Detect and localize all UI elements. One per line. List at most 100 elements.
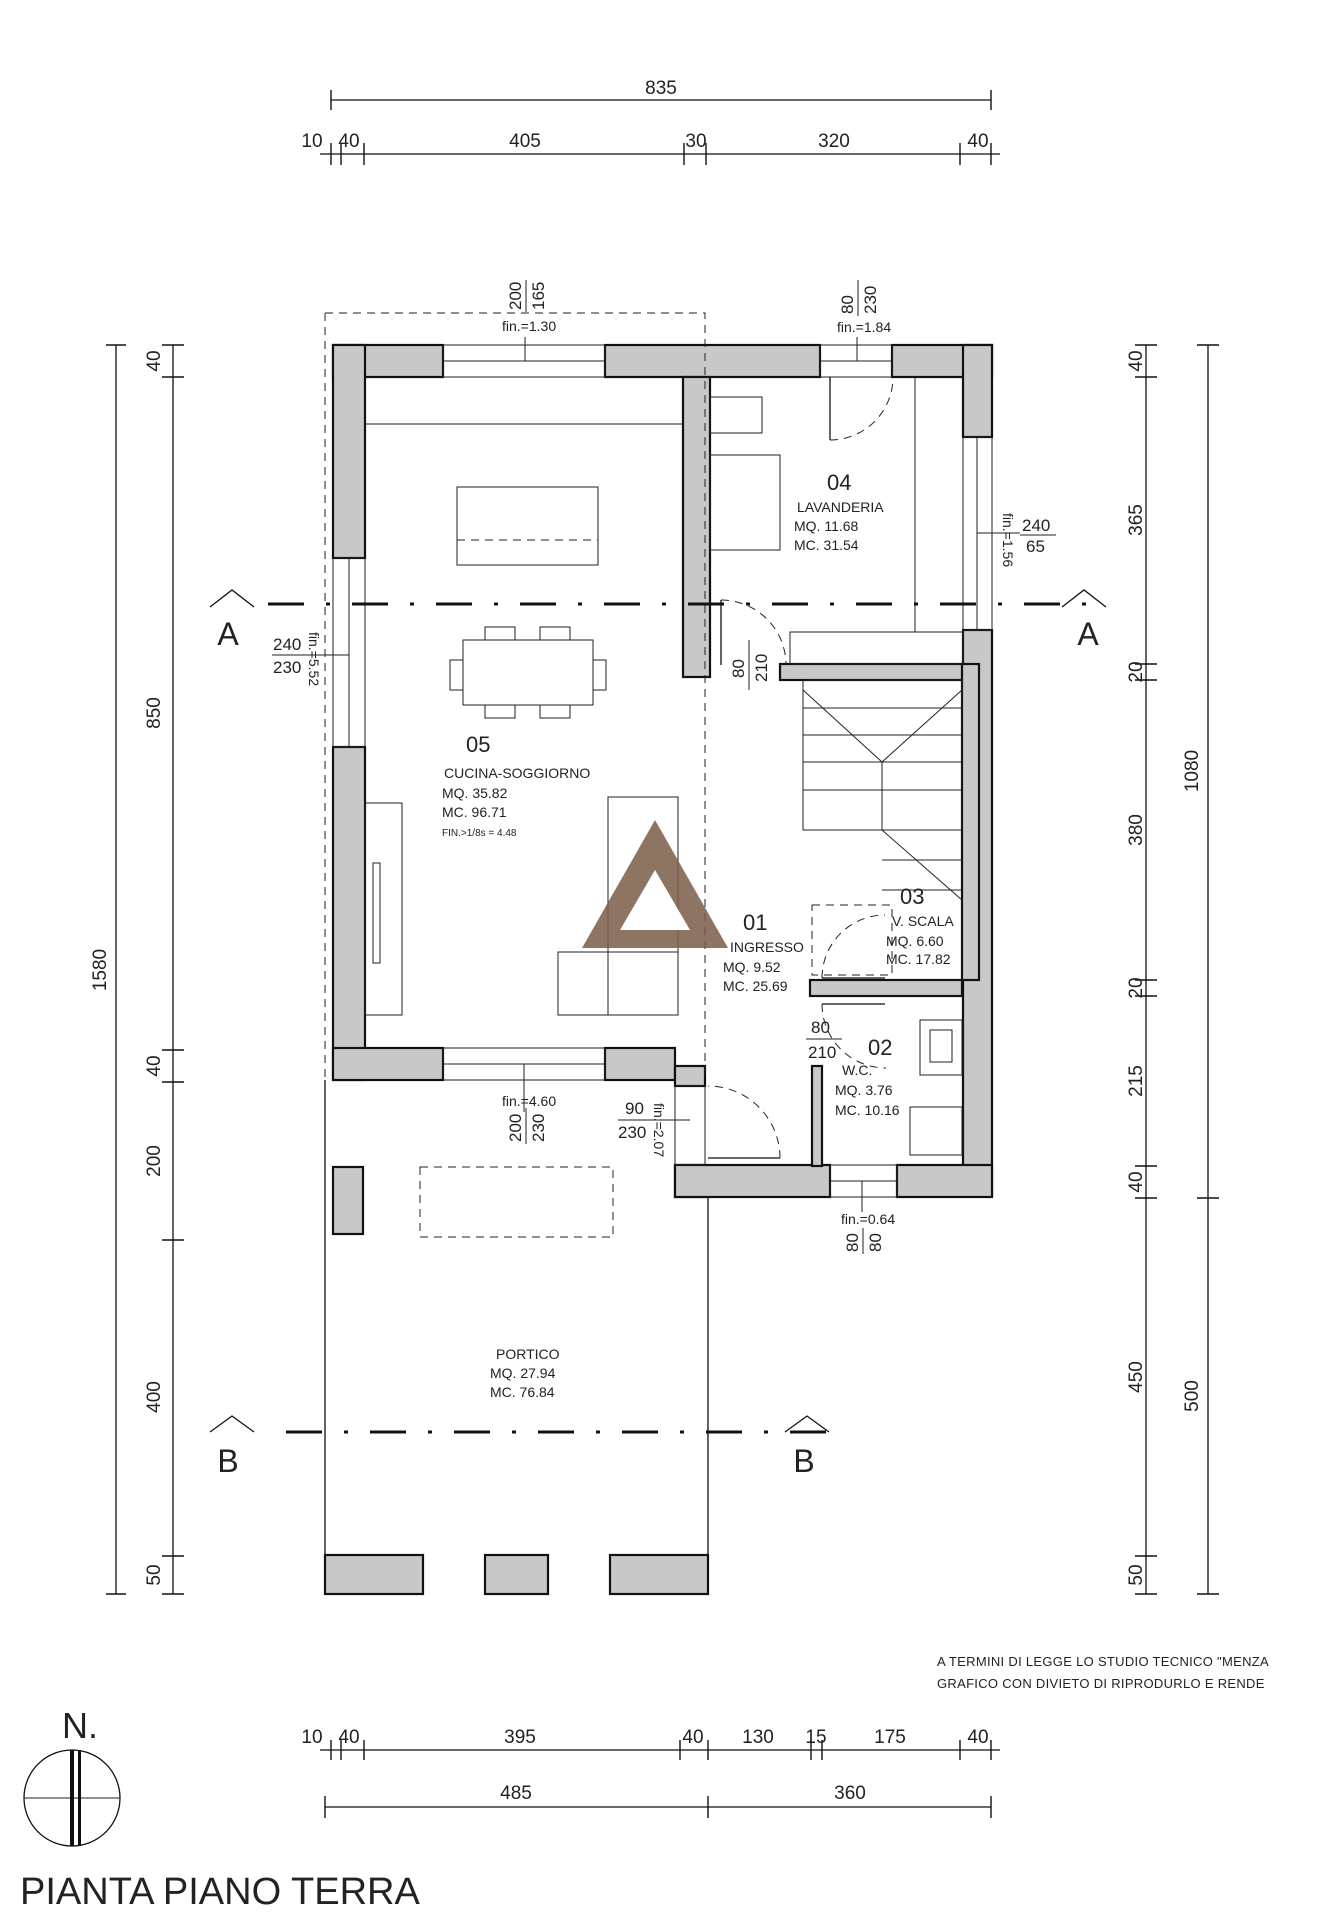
portico-label: PORTICO MQ. 27.94 MC. 76.84 <box>490 1346 560 1400</box>
room-01-volume: MC. 25.69 <box>723 978 788 994</box>
dim-right-5: 20 <box>1126 977 1147 998</box>
room-04-volume: MC. 31.54 <box>794 537 859 553</box>
svg-text:80: 80 <box>838 295 857 314</box>
room-03-label: 03 V. SCALA MQ. 6.60 MC. 17.82 <box>886 884 954 967</box>
svg-text:230: 230 <box>618 1123 646 1142</box>
svg-text:165: 165 <box>529 282 548 310</box>
svg-text:80: 80 <box>729 659 748 678</box>
svg-text:fin.=4.60: fin.=4.60 <box>502 1093 556 1109</box>
copyright-notice: A TERMINI DI LEGGE LO STUDIO TECNICO "ME… <box>937 1654 1269 1691</box>
opening-w-bottom-kitchen: fin.=4.60 200 230 <box>502 1064 556 1144</box>
dim-bottom-overall-2: 360 <box>834 1783 866 1804</box>
svg-text:230: 230 <box>529 1114 548 1142</box>
notice-line-1: A TERMINI DI LEGGE LO STUDIO TECNICO "ME… <box>937 1654 1269 1669</box>
room-05-number: 05 <box>466 732 490 757</box>
svg-text:210: 210 <box>808 1043 836 1062</box>
svg-text:fin.=1.30: fin.=1.30 <box>502 318 556 334</box>
dim-right-9: 50 <box>1126 1564 1147 1585</box>
svg-text:80: 80 <box>811 1018 830 1037</box>
room-04-number: 04 <box>827 470 851 495</box>
room-02-label: 02 W.C. MQ. 3.76 MC. 10.16 <box>835 1035 900 1118</box>
dim-bottom-seg-6: 15 <box>805 1727 826 1748</box>
dim-left-2: 850 <box>144 697 165 729</box>
room-02-volume: MC. 10.16 <box>835 1102 900 1118</box>
door-swings <box>707 376 894 1159</box>
svg-text:80: 80 <box>843 1233 862 1252</box>
dim-bottom-seg-1: 10 <box>301 1727 322 1748</box>
svg-text:230: 230 <box>861 286 880 314</box>
top-dimensions: 835 10 40 405 30 320 40 <box>301 78 1000 165</box>
svg-text:90: 90 <box>625 1099 644 1118</box>
watermark-logo-icon <box>582 820 728 948</box>
room-04-area: MQ. 11.68 <box>794 518 859 534</box>
dim-left-4: 200 <box>144 1145 165 1177</box>
dim-left-outer: 1580 <box>90 949 111 991</box>
north-label: N. <box>62 1705 98 1746</box>
dim-bottom-seg-5: 130 <box>742 1727 774 1748</box>
opening-d-laundry: 80 210 <box>729 640 771 690</box>
room-01-name: INGRESSO <box>730 939 804 955</box>
room-03-area: MQ. 6.60 <box>886 933 944 949</box>
dim-left-3: 40 <box>144 1055 165 1076</box>
svg-text:fin.=0.64: fin.=0.64 <box>841 1211 895 1227</box>
room-02-area: MQ. 3.76 <box>835 1082 893 1098</box>
portico-volume: MC. 76.84 <box>490 1384 555 1400</box>
section-b-left: B <box>217 1443 238 1479</box>
dim-right-7: 40 <box>1126 1171 1147 1192</box>
room-05-name: CUCINA-SOGGIORNO <box>444 765 590 781</box>
room-05-label: 05 CUCINA-SOGGIORNO MQ. 35.82 MC. 96.71 … <box>442 732 590 839</box>
dim-top-seg-3: 405 <box>509 131 541 152</box>
opening-w-top-laundry: 80 230 fin.=1.84 <box>837 280 891 361</box>
dim-right-1: 40 <box>1126 350 1147 371</box>
room-02-name: W.C. <box>842 1062 872 1078</box>
opening-w-wc: fin.=0.64 80 80 <box>841 1181 895 1254</box>
svg-text:200: 200 <box>506 1114 525 1142</box>
room-04-name: LAVANDERIA <box>797 499 884 515</box>
dim-bottom-seg-2: 40 <box>338 1727 359 1748</box>
right-dimensions: 40 365 20 380 20 215 40 450 50 1080 500 <box>1126 344 1219 1595</box>
portico-name: PORTICO <box>496 1346 560 1362</box>
svg-text:fin.=1.84: fin.=1.84 <box>837 319 891 335</box>
dim-bottom-seg-4: 40 <box>682 1727 703 1748</box>
section-a-right: A <box>1077 616 1099 652</box>
svg-text:65: 65 <box>1026 537 1045 556</box>
svg-text:230: 230 <box>273 658 301 677</box>
overhang-outline <box>324 312 706 1234</box>
dim-bottom-seg-7: 175 <box>874 1727 906 1748</box>
portico-outline <box>324 1080 709 1594</box>
dim-top-overall: 835 <box>645 78 677 99</box>
dim-right-6: 215 <box>1126 1065 1147 1097</box>
dim-left-1: 40 <box>144 350 165 371</box>
room-03-number: 03 <box>900 884 924 909</box>
section-lines: A A B B <box>209 589 1107 1479</box>
svg-text:fin.=1.56: fin.=1.56 <box>1000 513 1016 567</box>
dim-left-6: 50 <box>144 1564 165 1585</box>
room-01-label: 01 INGRESSO MQ. 9.52 MC. 25.69 <box>723 910 804 994</box>
section-b-right: B <box>793 1443 814 1479</box>
svg-text:fin.=5.52: fin.=5.52 <box>306 632 322 686</box>
room-05-ratio: FIN.>1/8s = 4.48 <box>442 828 517 839</box>
room-03-volume: MC. 17.82 <box>886 951 951 967</box>
dim-right-outer-2: 500 <box>1182 1380 1203 1412</box>
dim-top-seg-6: 40 <box>967 131 988 152</box>
opening-w-left-kitchen: 240 230 fin.=5.52 <box>272 632 349 686</box>
dim-right-3: 20 <box>1126 661 1147 682</box>
dim-top-seg-4: 30 <box>685 131 706 152</box>
drawing-title: PIANTA PIANO TERRA <box>20 1871 420 1913</box>
furniture <box>364 377 964 1156</box>
dim-top-seg-2: 40 <box>338 131 359 152</box>
svg-text:240: 240 <box>1022 516 1050 535</box>
svg-text:80: 80 <box>866 1233 885 1252</box>
dim-bottom-seg-8: 40 <box>967 1727 988 1748</box>
room-01-area: MQ. 9.52 <box>723 959 781 975</box>
dim-right-outer-1: 1080 <box>1182 750 1203 792</box>
dim-bottom-seg-3: 395 <box>504 1727 536 1748</box>
svg-text:240: 240 <box>273 635 301 654</box>
svg-text:fin.=2.07: fin.=2.07 <box>651 1103 667 1157</box>
svg-text:210: 210 <box>752 654 771 682</box>
notice-line-2: GRAFICO CON DIVIETO DI RIPRODURLO E REND… <box>937 1676 1265 1691</box>
dim-top-seg-1: 10 <box>301 131 322 152</box>
dim-left-5: 400 <box>144 1381 165 1413</box>
room-02-number: 02 <box>868 1035 892 1060</box>
